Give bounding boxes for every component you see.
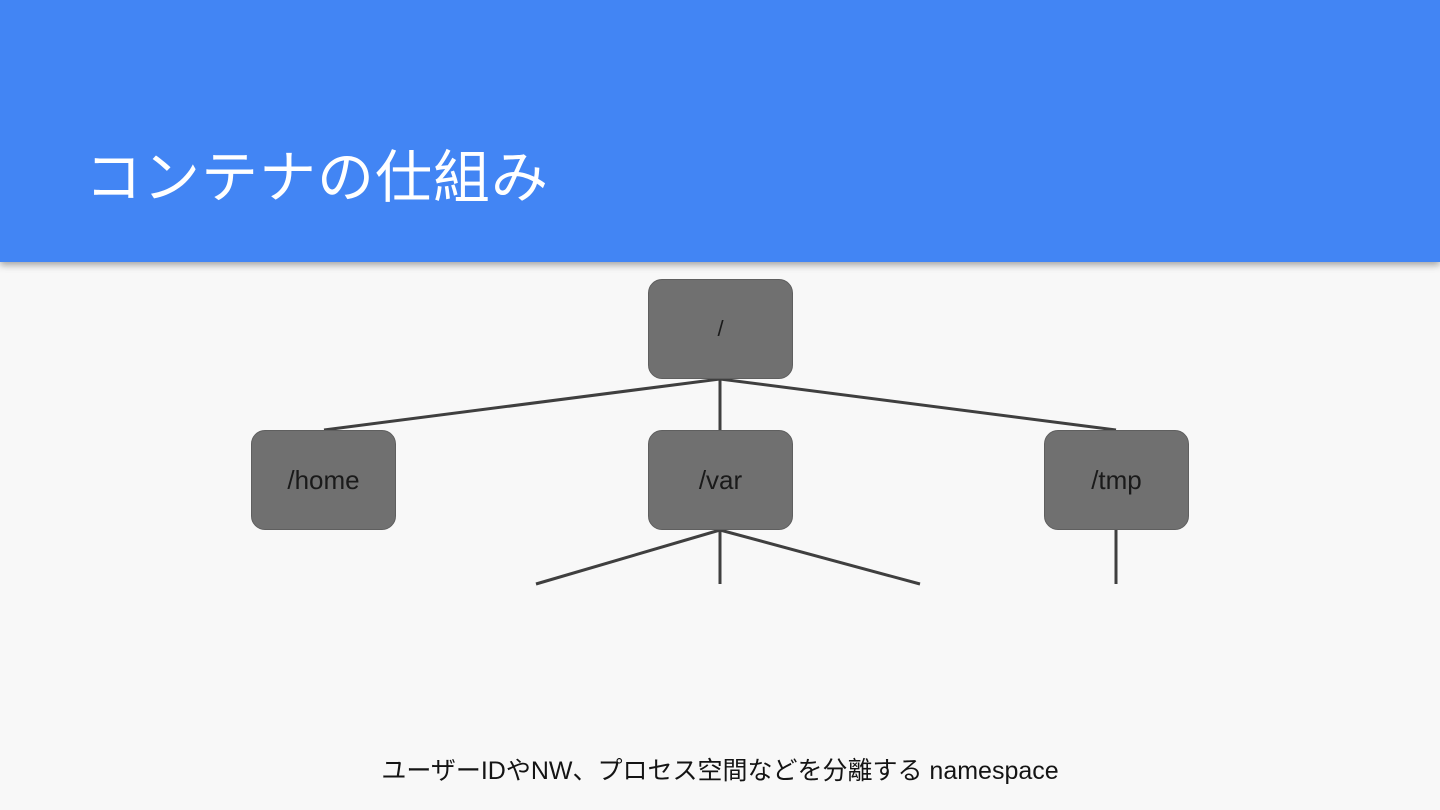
tree-edges [323, 377, 1118, 586]
page-title: コンテナの仕組み [85, 146, 549, 210]
tree-node-var[interactable]: /var [648, 430, 793, 530]
title-band: コンテナの仕組み [0, 0, 1440, 262]
edge-root-home [323, 377, 721, 432]
tree-node-root-label: / [717, 316, 724, 341]
filesystem-tree-diagram: / /home /var /tmp / root 10.0.0.1/24 nam… [0, 262, 1440, 810]
tree-node-tmp[interactable]: /tmp [1044, 430, 1189, 530]
edge-var-ns2 [719, 528, 921, 586]
tree-node-home-label: /home [287, 465, 360, 495]
tree-node-tmp-label: /tmp [1091, 465, 1142, 495]
tree-node-var-label: /var [698, 465, 743, 495]
edge-root-tmp [719, 377, 1117, 432]
tree-node-root[interactable]: / [648, 279, 793, 379]
edge-var-ns0 [535, 528, 721, 586]
slide-footer-caption: ユーザーIDやNW、プロセス空間などを分離する namespace [381, 757, 1059, 785]
tree-node-home[interactable]: /home [251, 430, 396, 530]
